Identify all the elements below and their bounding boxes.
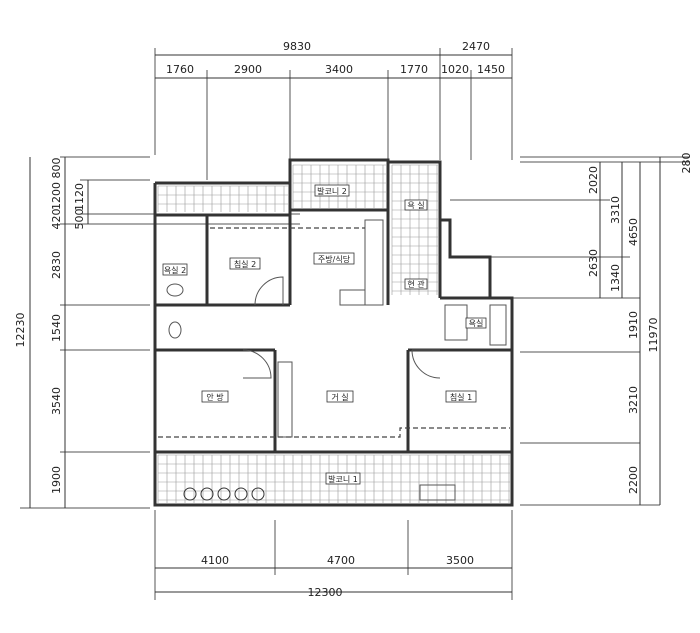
room-label-bath-top: 욕 실 bbox=[407, 200, 424, 210]
dim-top: 1020 bbox=[441, 63, 469, 76]
dim-top-total: 2470 bbox=[462, 40, 490, 53]
dim-bottom-total: 12300 bbox=[308, 586, 343, 599]
dim-left-inner: 500 bbox=[73, 209, 86, 230]
dim-right-total: 11970 bbox=[647, 318, 660, 353]
dim-right: 4650 bbox=[627, 218, 640, 246]
dashed-lines bbox=[158, 227, 510, 438]
dim-right: 3310 bbox=[609, 196, 622, 224]
dim-top-total: 9830 bbox=[283, 40, 311, 53]
dim-right-top: 280 bbox=[680, 153, 693, 174]
room-label-master: 안 방 bbox=[206, 392, 224, 402]
dim-left: 800 bbox=[50, 158, 63, 179]
dim-top: 1760 bbox=[166, 63, 194, 76]
room-label-living: 거 실 bbox=[331, 392, 348, 402]
room-label-balcony1: 발코니 1 bbox=[328, 474, 358, 484]
dim-bottom: 4100 bbox=[201, 554, 229, 567]
dim-left-total: 12230 bbox=[14, 313, 27, 348]
room-label-bath: 욕실 bbox=[469, 318, 484, 328]
burner-icon bbox=[200, 487, 214, 501]
burner-icon bbox=[183, 487, 197, 501]
room-label-bedroom2: 침실 2 bbox=[234, 259, 256, 269]
dim-top: 1770 bbox=[400, 63, 428, 76]
dim-right: 2020 bbox=[587, 166, 600, 194]
room-label-balcony2: 발코니 2 bbox=[317, 186, 347, 196]
room-label-kitchen: 주방/식당 bbox=[318, 254, 351, 264]
dim-bottom: 4700 bbox=[327, 554, 355, 567]
dim-right: 2200 bbox=[627, 466, 640, 494]
gas-burners bbox=[183, 487, 265, 501]
burner-icon bbox=[234, 487, 248, 501]
dim-left: 1900 bbox=[50, 466, 63, 494]
room-label-bath2: 욕실 2 bbox=[164, 265, 186, 275]
dim-right: 1910 bbox=[627, 311, 640, 339]
dim-right: 1340 bbox=[609, 264, 622, 292]
walls bbox=[153, 158, 514, 507]
burner-icon bbox=[251, 487, 265, 501]
dim-right: 2630 bbox=[587, 249, 600, 277]
dim-left: 420 bbox=[50, 209, 63, 230]
dim-bottom: 3500 bbox=[446, 554, 474, 567]
room-labels: 발코니 2 침실 2 주방/식당 욕실 2 욕 실 현 관 욕실 안 방 거 실… bbox=[162, 184, 487, 485]
dim-top: 2900 bbox=[234, 63, 262, 76]
dimension-lines bbox=[29, 54, 661, 593]
dim-top: 1450 bbox=[477, 63, 505, 76]
tile-pattern bbox=[157, 164, 510, 503]
room-label-bedroom1: 침실 1 bbox=[450, 392, 472, 402]
dim-left-inner: 1120 bbox=[73, 183, 86, 211]
dim-left: 3540 bbox=[50, 387, 63, 415]
burner-icon bbox=[217, 487, 231, 501]
extension-lines bbox=[20, 48, 690, 600]
room-label-entrance: 현 관 bbox=[407, 279, 425, 289]
dim-left: 2830 bbox=[50, 251, 63, 279]
dim-right: 3210 bbox=[627, 386, 640, 414]
dim-left: 1200 bbox=[50, 182, 63, 210]
dim-top: 3400 bbox=[325, 63, 353, 76]
dim-left: 1540 bbox=[50, 314, 63, 342]
